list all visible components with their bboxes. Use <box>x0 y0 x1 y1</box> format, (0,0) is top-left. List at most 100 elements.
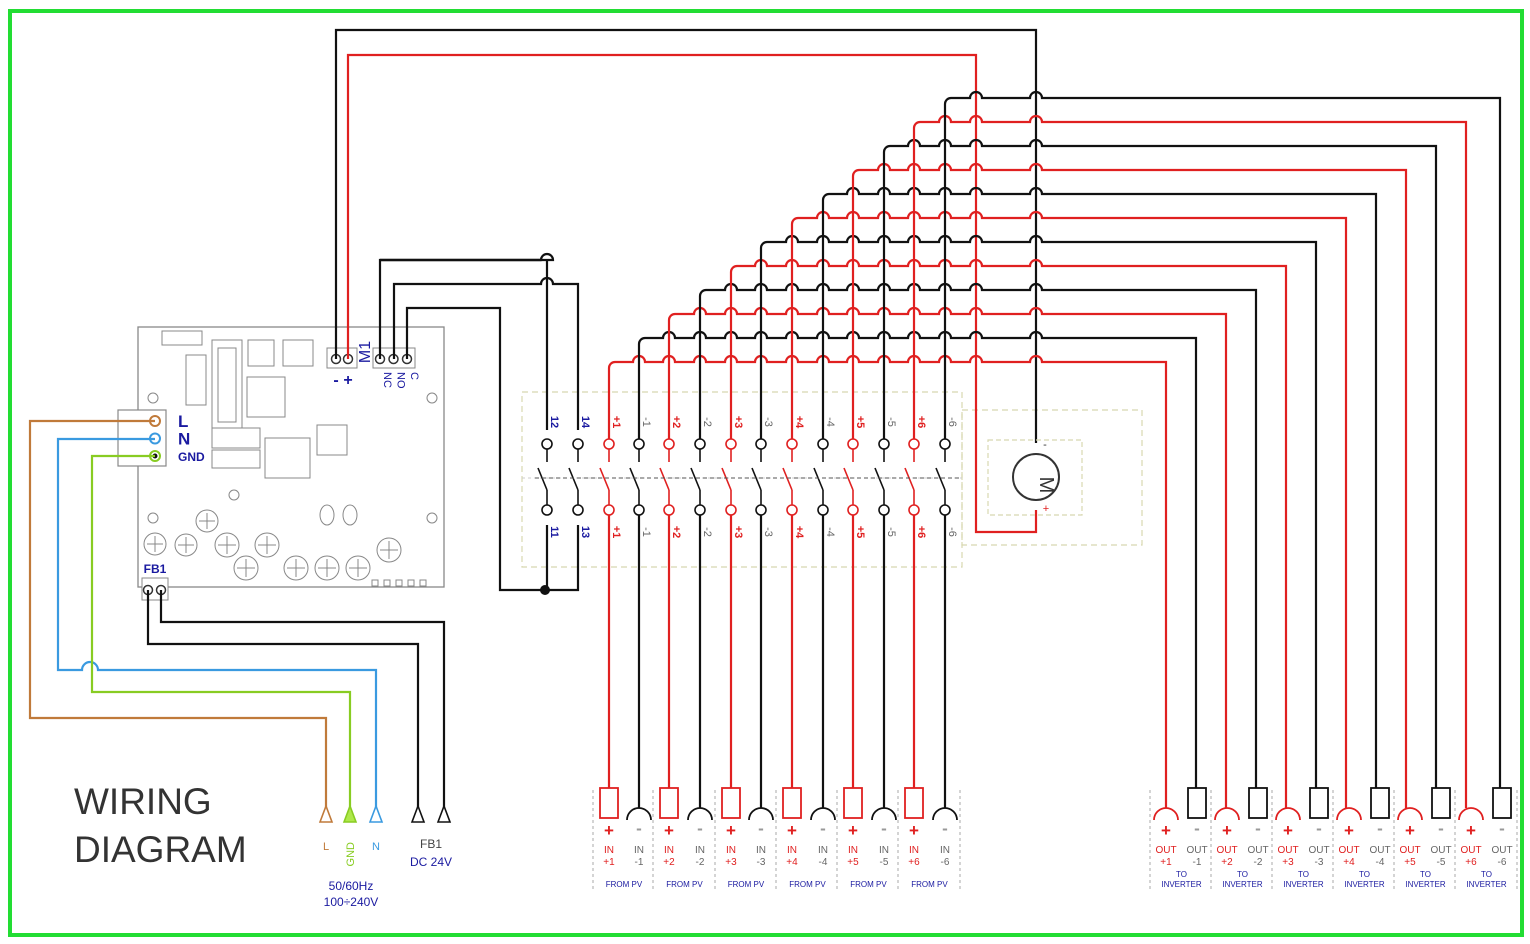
m1-term-label: - <box>333 372 338 389</box>
output-bus-10 <box>912 114 1468 808</box>
aux-label-bottom: 13 <box>579 526 591 538</box>
neg-label: IN <box>634 845 644 856</box>
plus-sign: + <box>1344 821 1354 840</box>
pcb-pin <box>407 579 415 587</box>
fb1-wire-a <box>146 590 420 808</box>
switch-contact-6 <box>782 438 798 516</box>
minus-sign: - <box>1499 819 1505 838</box>
minus-sign: - <box>1438 819 1444 838</box>
switch-contact-2 <box>659 438 675 516</box>
connector-positive <box>1153 807 1179 821</box>
fb1-wire-b <box>159 590 446 808</box>
pos-label: IN <box>664 845 674 856</box>
neg-label: OUT <box>1491 845 1512 856</box>
minus-sign: - <box>1316 819 1322 838</box>
contact-terminal-bottom <box>663 504 675 516</box>
pcb-screw <box>195 509 219 533</box>
pcb-component <box>319 504 335 526</box>
power-term-label: N <box>178 430 190 449</box>
pcb-screw <box>254 532 280 558</box>
contact-terminal-top <box>633 438 645 450</box>
connector-positive <box>1275 807 1301 821</box>
contact-terminal-bottom <box>755 504 767 516</box>
fuse-holder <box>211 339 243 431</box>
minus-sign: - <box>1255 819 1261 838</box>
group-label: TO <box>1420 870 1431 879</box>
pcb-component <box>211 449 261 469</box>
pos-label: IN <box>726 845 736 856</box>
connector-negative <box>748 807 774 821</box>
mounting-hole <box>426 392 438 404</box>
motor-plus: + <box>1043 503 1049 515</box>
switch-contact-11 <box>935 438 951 516</box>
pcb-pin <box>383 579 391 587</box>
neg-label: -2 <box>696 857 705 868</box>
switch-contact-aux-1 <box>568 438 584 516</box>
pos-label: +2 <box>1221 857 1233 868</box>
connector-negative <box>1248 787 1268 819</box>
pole-label-bottom: +6 <box>915 526 927 539</box>
pcb-pin <box>371 579 379 587</box>
junction-dot <box>540 585 550 595</box>
output-bus-9 <box>882 138 1438 808</box>
mounting-hole <box>147 392 159 404</box>
neg-label: -5 <box>1437 857 1446 868</box>
power-term-label: GND <box>178 450 205 464</box>
minus-sign: - <box>1194 819 1200 838</box>
contact-blade <box>690 467 701 491</box>
switch-contact-7 <box>813 438 829 516</box>
group-label: INVERTER <box>1405 880 1446 889</box>
switch-contact-5 <box>751 438 767 516</box>
pcb-component <box>282 339 314 367</box>
output-bus-6 <box>790 210 1348 808</box>
motor-pos-wire <box>346 53 1038 534</box>
group-label: TO <box>1481 870 1492 879</box>
contact-terminal-top <box>572 438 584 450</box>
plus-sign: + <box>726 821 736 840</box>
relay-no-wire <box>392 276 580 430</box>
relay-c-wire <box>405 306 580 592</box>
pcb-pin <box>395 579 403 587</box>
pcb-component <box>247 339 275 367</box>
contact-terminal-top <box>603 438 615 450</box>
switch-contact-10 <box>904 438 920 516</box>
pcb-component <box>264 437 311 479</box>
plus-sign: + <box>848 821 858 840</box>
contact-terminal-top <box>908 438 920 450</box>
motor-box <box>987 439 1083 516</box>
motor-label: M <box>1035 477 1057 494</box>
connector-positive <box>1336 807 1362 821</box>
contact-blade <box>935 467 946 491</box>
contact-blade <box>659 467 670 491</box>
output-bus-1 <box>637 330 1198 808</box>
plus-sign: + <box>664 821 674 840</box>
connector-positive <box>904 787 924 819</box>
neg-label: IN <box>940 845 950 856</box>
power-term-label: L <box>178 412 188 431</box>
neg-label: IN <box>695 845 705 856</box>
contact-terminal-bottom <box>603 504 615 516</box>
neg-label: IN <box>818 845 828 856</box>
plus-sign: + <box>909 821 919 840</box>
relay-term-label: C <box>408 372 420 380</box>
contact-terminal-top <box>663 438 675 450</box>
connector-positive <box>1214 807 1240 821</box>
pos-label: OUT <box>1399 845 1420 856</box>
pole-label-top: +2 <box>670 416 682 429</box>
pcb-component <box>246 376 286 418</box>
neg-label: OUT <box>1247 845 1268 856</box>
output-bus-8 <box>851 162 1408 808</box>
group-label: FROM PV <box>789 880 826 889</box>
pole-label-top: -6 <box>946 417 958 427</box>
connector-negative <box>1370 787 1390 819</box>
connector-negative <box>626 807 652 821</box>
contact-blade <box>782 467 793 491</box>
pos-label: OUT <box>1277 845 1298 856</box>
